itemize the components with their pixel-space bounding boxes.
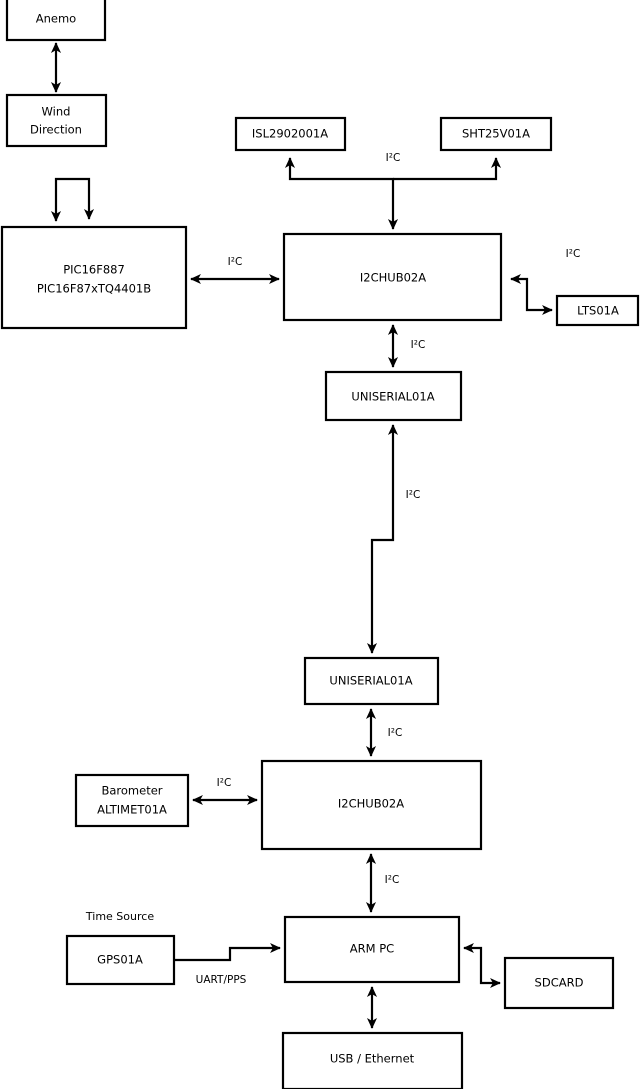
edge-uniserial-link: I²C — [366, 424, 421, 654]
edge-label-hub-uniserial1: I²C — [411, 339, 426, 351]
node-box[interactable] — [555, 294, 640, 327]
node-label-lts: LTS01A — [577, 304, 619, 318]
node-label-sht: SHT25V01A — [462, 127, 530, 141]
edge-line — [174, 942, 281, 962]
node-label-usb-ethernet: USB / Ethernet — [330, 1052, 415, 1066]
label-time-source: Time Source — [85, 910, 154, 923]
node-box[interactable] — [74, 773, 190, 828]
edge-label-hub-sensors: I²C — [386, 152, 401, 164]
edge-label-hub2-armpc: I²C — [385, 874, 400, 886]
node-pic-mcu[interactable]: PIC16F887 PIC16F87xTQ4401B — [0, 225, 188, 330]
node-box[interactable] — [324, 370, 463, 422]
node-label-arm-pc: ARM PC — [350, 942, 394, 956]
node-box[interactable] — [283, 915, 461, 984]
edge-line — [50, 177, 95, 222]
edge-label-gps-armpc: UART/PPS — [196, 974, 247, 986]
node-isl2902001a[interactable]: ISL2902001A — [234, 116, 347, 152]
node-label-gps: GPS01A — [97, 953, 143, 967]
node-box[interactable] — [234, 116, 347, 152]
node-label-uniserial-2: UNISERIAL01A — [329, 674, 412, 688]
node-label-barometer-line1: Barometer — [101, 784, 162, 798]
edge-line — [463, 942, 501, 989]
node-arm-pc[interactable]: ARM PC — [283, 915, 461, 984]
node-lts01a[interactable]: LTS01A — [555, 294, 640, 327]
edge-line-sht — [393, 157, 502, 181]
edge-pic-hub: I²C — [190, 256, 280, 285]
edge-label-hub-lts: I²C — [566, 248, 581, 260]
node-barometer[interactable]: Barometer ALTIMET01A — [74, 773, 190, 828]
node-box[interactable] — [439, 116, 553, 152]
node-box[interactable] — [303, 656, 440, 706]
node-label-pic-line1: PIC16F887 — [63, 263, 125, 277]
node-box[interactable] — [0, 225, 188, 330]
edge-armpc-sdcard — [463, 942, 501, 989]
edge-label-uniserial-link: I²C — [406, 489, 421, 501]
edge-hub-sensors: I²C — [284, 152, 502, 230]
node-label-hub-bottom: I2CHUB02A — [338, 797, 404, 811]
node-usb-ethernet[interactable]: USB / Ethernet — [281, 1031, 464, 1089]
node-box[interactable] — [65, 934, 176, 986]
node-anemo[interactable]: Anemo — [5, 0, 107, 42]
node-box[interactable] — [281, 1031, 464, 1089]
edge-hub2-armpc: I²C — [365, 853, 400, 913]
edge-barometer-hub2: I²C — [192, 777, 258, 806]
node-uniserial01a-upper[interactable]: UNISERIAL01A — [324, 370, 463, 422]
edge-wind-pic — [50, 177, 95, 222]
node-wind-direction[interactable]: Wind Direction — [5, 93, 108, 148]
edge-gps-armpc: UART/PPS — [174, 942, 281, 986]
node-label-isl: ISL2902001A — [252, 127, 328, 141]
edge-line — [510, 273, 553, 316]
edge-label-pic-hub: I²C — [228, 256, 243, 268]
edge-hub-lts: I²C — [510, 248, 581, 316]
node-label-barometer-line2: ALTIMET01A — [97, 803, 167, 817]
node-uniserial01a-lower[interactable]: UNISERIAL01A — [303, 656, 440, 706]
node-box[interactable] — [260, 759, 483, 851]
node-i2chub02a-bottom[interactable]: I2CHUB02A — [260, 759, 483, 851]
node-label-sdcard: SDCARD — [535, 976, 584, 990]
node-box[interactable] — [503, 956, 615, 1010]
edge-hub-uniserial1: I²C — [387, 324, 426, 368]
edge-line — [366, 424, 399, 654]
node-label-anemo: Anemo — [36, 12, 76, 26]
node-gps01a[interactable]: GPS01A — [65, 934, 176, 986]
node-label-pic-line2: PIC16F87xTQ4401B — [37, 282, 151, 296]
node-box[interactable] — [282, 232, 503, 322]
edge-label-barometer-hub2: I²C — [217, 777, 232, 789]
node-label-uniserial-1: UNISERIAL01A — [351, 390, 434, 404]
edge-line-isl — [284, 157, 399, 230]
node-box[interactable] — [5, 0, 107, 42]
node-label-wind-line2: Direction — [30, 123, 82, 137]
node-label-wind-line1: Wind — [42, 105, 71, 119]
edge-label-uniserial2-hub2: I²C — [388, 727, 403, 739]
edge-uniserial2-hub2: I²C — [365, 708, 403, 757]
node-sdcard[interactable]: SDCARD — [503, 956, 615, 1010]
node-label-hub-top: I2CHUB02A — [360, 271, 426, 285]
node-sht25v01a[interactable]: SHT25V01A — [439, 116, 553, 152]
node-i2chub02a-top[interactable]: I2CHUB02A — [282, 232, 503, 322]
node-box[interactable] — [5, 93, 108, 148]
